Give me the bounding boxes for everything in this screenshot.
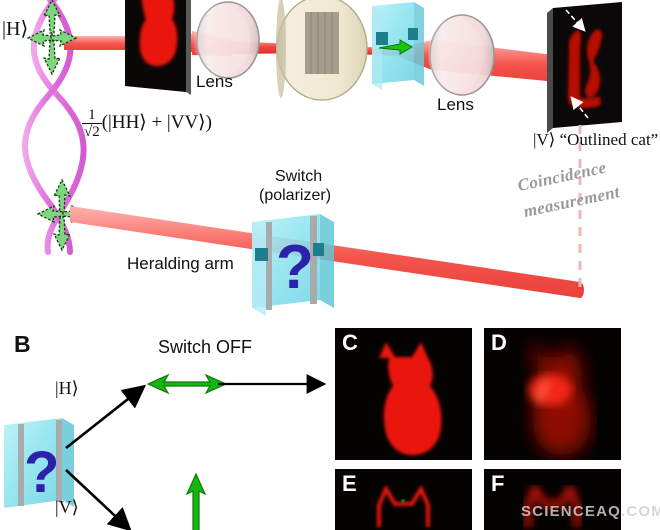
image-panel-c: C (335, 328, 472, 460)
panel-e-cat-image (377, 484, 430, 527)
panel-b-switch: ? (4, 418, 74, 508)
image-panel-e: E (335, 469, 472, 530)
cat-object-mask (125, 0, 191, 95)
nonlinear-crystal (372, 2, 424, 90)
camera-screen (547, 2, 622, 133)
polarization-arrow-crystal (378, 39, 413, 55)
entangled-state-body: (|HH⟩ + |VV⟩) (101, 111, 212, 133)
panel-c-cat-image (379, 342, 442, 456)
switch-label-line1: Switch (275, 168, 323, 185)
panel-b-ket-h-label: |H⟩ (55, 378, 79, 398)
heralding-arm-label: Heralding arm (127, 254, 234, 273)
panel-f-cat-image (525, 482, 580, 527)
panel-e-letter: E (342, 471, 357, 496)
panel-b-letter: B (14, 331, 31, 357)
panel-d-letter: D (491, 330, 507, 355)
coincidence-measurement-label: Coincidence measurement (516, 158, 624, 222)
one-over-sqrt-two: 1 √2 (82, 108, 102, 141)
switch-label-line2: (polarizer) (259, 187, 332, 204)
svg-text:?: ? (24, 440, 59, 505)
lens-1-label: Lens (196, 72, 233, 91)
vertical-polarization-arrow (185, 472, 207, 530)
lens-2 (428, 14, 495, 96)
image-panel-d: D (484, 328, 621, 460)
panel-d-cat-image (528, 342, 591, 456)
panel-b-ket-v-label: |V⟩ (55, 497, 79, 517)
ket-h-source-label: |H⟩ (2, 18, 29, 40)
watermark: SCIENCEAQ.COM (521, 503, 660, 520)
spatial-light-modulator (276, 0, 368, 101)
panel-b-branch-arrows (65, 384, 147, 530)
fraction-numerator: 1 (88, 107, 96, 123)
svg-text:?: ? (276, 233, 314, 302)
fraction-denominator: √2 (82, 123, 102, 140)
polarizer-switch: ? (252, 214, 334, 316)
lens-2-label: Lens (437, 95, 474, 114)
panel-f-letter: F (491, 471, 505, 496)
switch-off-label: Switch OFF (158, 337, 253, 357)
entangled-state-formula: 1 √2 (|HH⟩ + |VV⟩) (82, 108, 212, 141)
horizontal-polarization-arrow (146, 373, 228, 395)
panel-c-letter: C (342, 330, 358, 355)
screen-annotation-arrows (565, 9, 589, 119)
image-panel-f: F (484, 469, 621, 530)
outlined-cat-label: |V⟩ “Outlined cat” (533, 130, 659, 149)
lens-1 (194, 1, 260, 79)
polarization-arrows-source-top (26, 0, 78, 76)
